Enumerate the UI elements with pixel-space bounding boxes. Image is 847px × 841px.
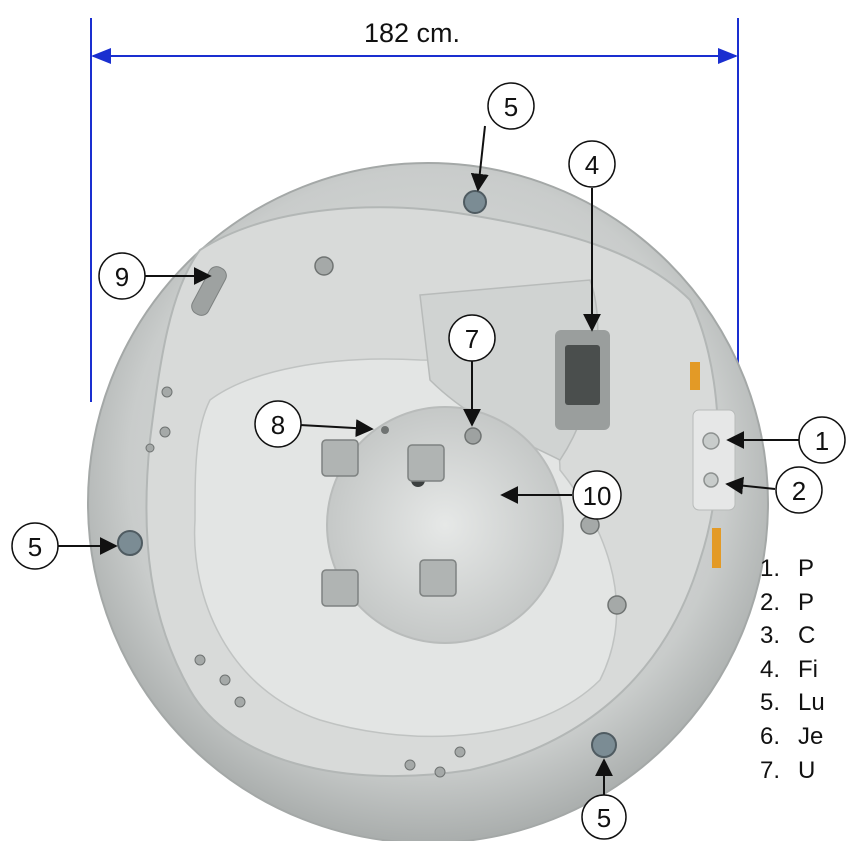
jet xyxy=(219,674,231,686)
light-left xyxy=(117,530,143,556)
callout-small-fitting: 8 xyxy=(254,400,374,448)
legend-text: C xyxy=(798,622,816,650)
callout-light-bottom: 5 xyxy=(581,758,627,840)
callout-grab-handle: 9 xyxy=(98,252,212,300)
legend-number: 4. xyxy=(760,655,781,683)
jet xyxy=(454,746,466,758)
grab-handle xyxy=(191,266,227,316)
legend-item: 6. Je xyxy=(760,720,825,754)
legend-number: 1. xyxy=(760,555,781,582)
legend-number: 7. xyxy=(760,756,781,784)
legend-item: 7. U xyxy=(760,754,825,788)
jet xyxy=(161,386,173,398)
callout-number: 10 xyxy=(583,481,612,511)
callout-number: 2 xyxy=(792,476,806,506)
legend-text: Je xyxy=(798,722,824,750)
intake-bracket xyxy=(321,569,359,607)
callouts: 5 4 9 7 8 1 10 xyxy=(11,82,846,840)
callout-control-upper: 1 xyxy=(726,416,846,464)
callout-number: 4 xyxy=(585,150,599,180)
hot-tub-shell xyxy=(87,162,769,841)
legend-item: 1. P xyxy=(760,552,825,586)
callout-number: 5 xyxy=(504,92,518,122)
legend-text: Lu xyxy=(798,689,825,717)
control-button-lower xyxy=(703,472,719,488)
jet xyxy=(194,654,206,666)
intake-bracket xyxy=(407,444,445,482)
intake-bracket xyxy=(419,559,457,597)
callout-light-top: 5 xyxy=(470,82,535,192)
filter-opening xyxy=(565,345,600,405)
callout-number: 8 xyxy=(271,410,285,440)
dimension-annotation: 182 cm. xyxy=(90,18,739,402)
jet xyxy=(434,766,446,778)
callout-number: 7 xyxy=(465,324,479,354)
callout-number: 5 xyxy=(597,803,611,833)
small-fitting xyxy=(381,426,389,434)
parts-legend: 1. P 2. P 3. C 4. Fi 5. Lu 6. Je 7. U xyxy=(760,552,825,787)
jet xyxy=(159,426,171,438)
suction-fitting xyxy=(464,427,482,445)
legend-item: 4. Fi xyxy=(760,653,825,687)
legend-text: Fi xyxy=(798,655,818,683)
legend-item: 2. P xyxy=(760,586,825,620)
legend-text: P xyxy=(798,588,815,616)
legend-text: U xyxy=(798,756,816,784)
callout-filter: 4 xyxy=(568,140,616,332)
callout-number: 9 xyxy=(115,262,129,292)
legend-number: 2. xyxy=(760,588,781,616)
legend-item: 3. C xyxy=(760,619,825,653)
jet xyxy=(314,256,334,276)
warning-sticker-lower xyxy=(712,528,721,568)
jet xyxy=(234,696,246,708)
jet xyxy=(607,595,627,615)
control-panel xyxy=(692,409,736,511)
callout-suction: 7 xyxy=(448,314,496,427)
legend-item: 5. Lu xyxy=(760,686,825,720)
callout-control-lower: 2 xyxy=(725,466,823,514)
dimension-label: 182 cm. xyxy=(364,18,460,48)
jet xyxy=(145,443,155,453)
callout-number: 1 xyxy=(815,426,829,456)
light-top xyxy=(463,190,487,214)
warning-sticker-upper xyxy=(690,362,700,390)
legend-number: 3. xyxy=(760,622,781,650)
legend-text: P xyxy=(798,555,815,582)
legend-number: 5. xyxy=(760,689,781,717)
control-button-upper xyxy=(702,432,720,450)
jet xyxy=(404,759,416,771)
callout-foot-well: 10 xyxy=(500,470,622,520)
intake-bracket xyxy=(321,439,359,477)
light-bottom xyxy=(591,732,617,758)
legend-number: 6. xyxy=(760,722,781,750)
tub-foot-well xyxy=(326,406,564,644)
callout-number: 5 xyxy=(28,532,42,562)
callout-light-left: 5 xyxy=(11,522,118,570)
